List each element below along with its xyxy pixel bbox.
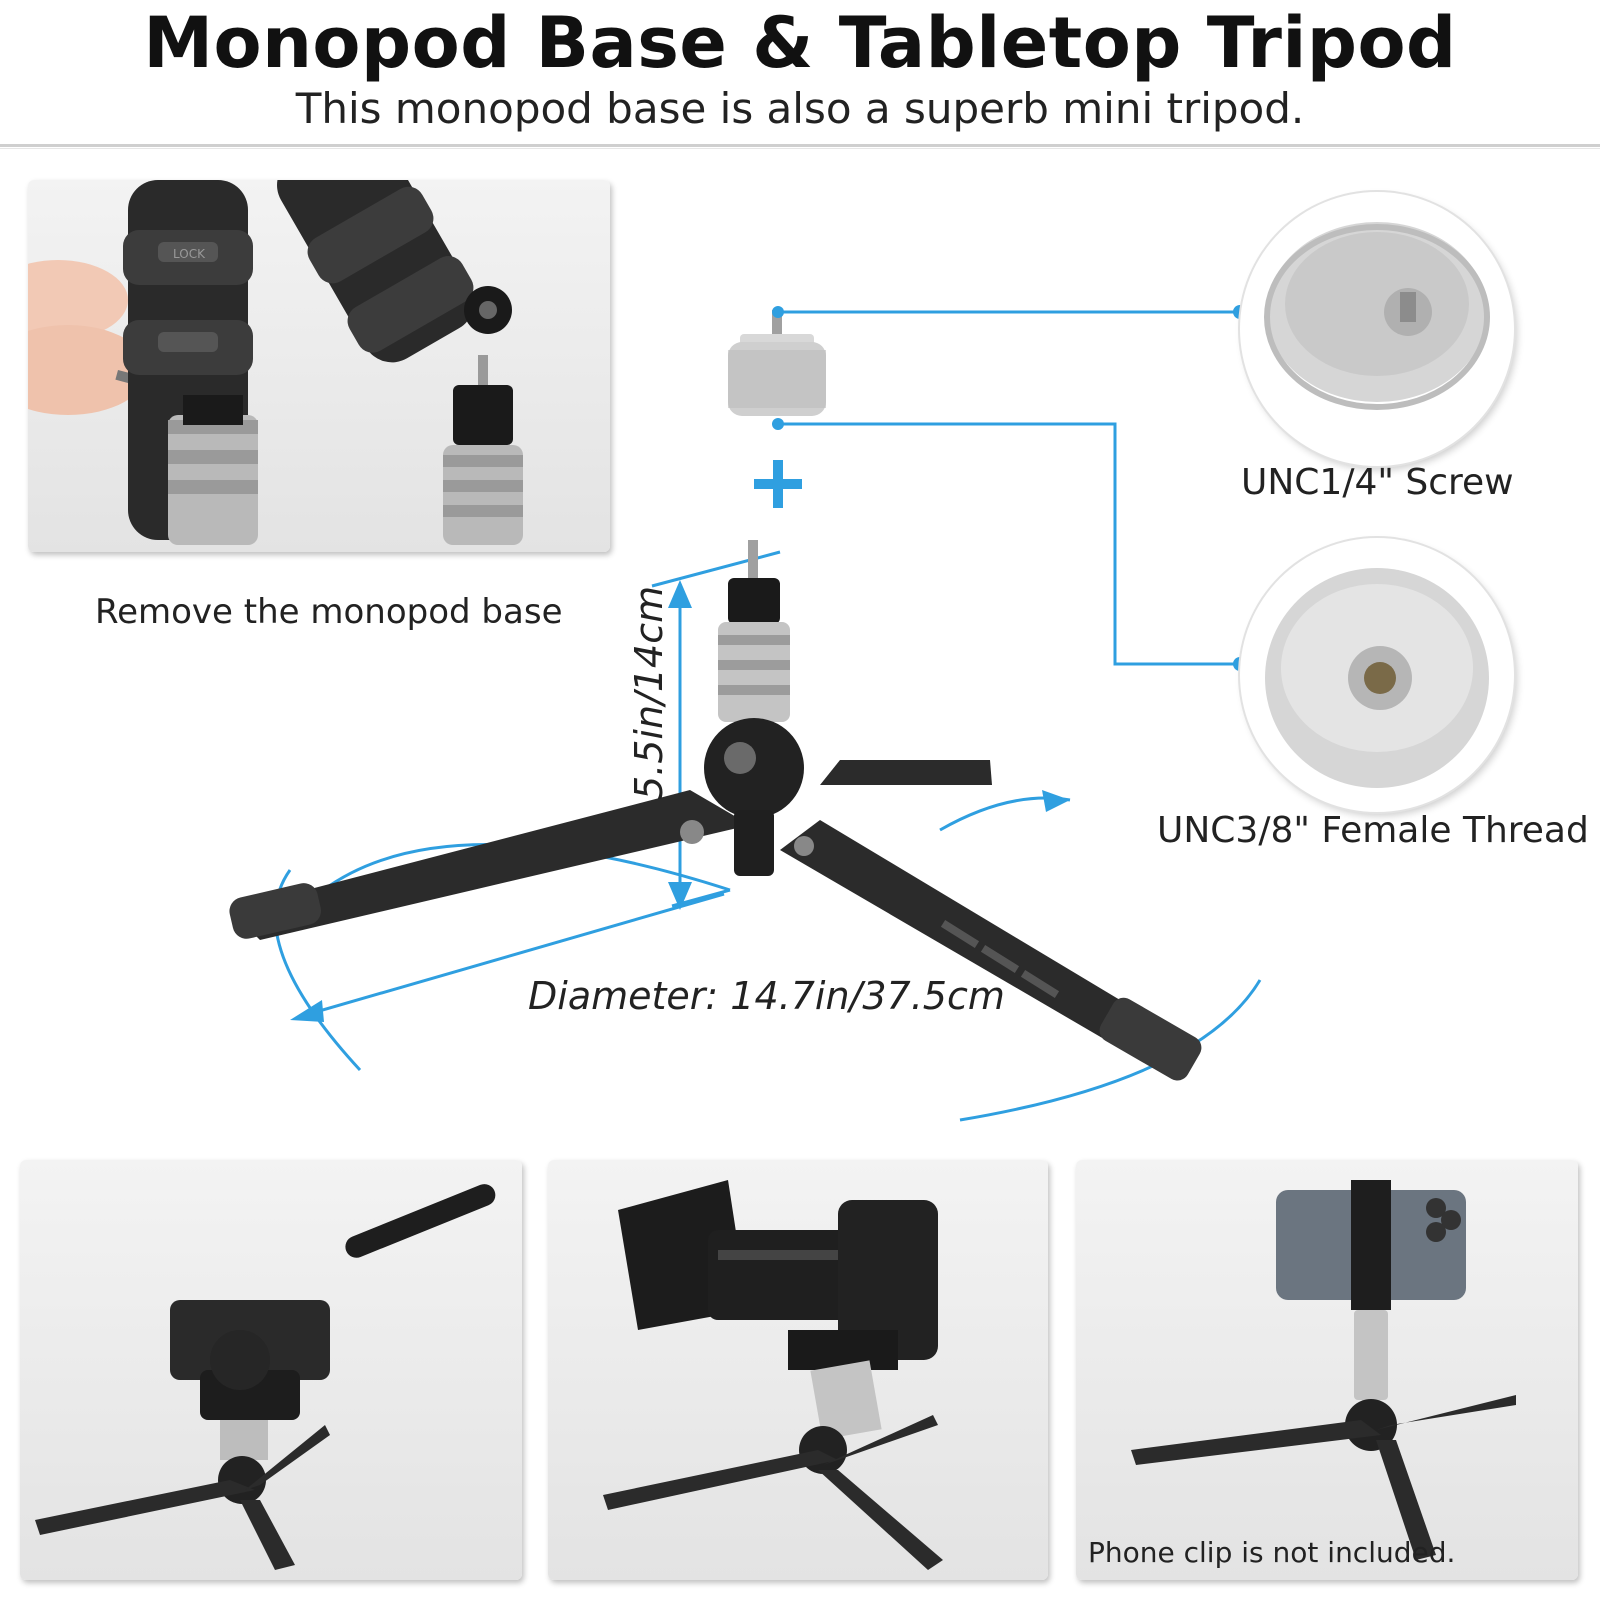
thread-label: UNC3/8" Female Thread [1157, 810, 1589, 851]
video-head-photo [20, 1160, 522, 1580]
tripod-column [680, 540, 814, 876]
remove-base-caption: Remove the monopod base [95, 592, 563, 632]
page-subtitle: This monopod base is also a superb mini … [295, 84, 1305, 133]
phone-clip-note: Phone clip is not included. [1088, 1536, 1456, 1569]
remove-base-photo: LOCK [28, 180, 610, 552]
page-title: Monopod Base & Tabletop Tripod [143, 2, 1457, 84]
diameter-label: Diameter: 14.7in/37.5cm [528, 974, 1005, 1018]
camera-photo [548, 1160, 1048, 1580]
height-label: 5.5in/14cm [627, 586, 671, 800]
connector-lines [778, 310, 1240, 666]
header-divider-shadow [0, 148, 1600, 149]
plus-icon [754, 460, 802, 508]
screw-label: UNC1/4" Screw [1241, 462, 1514, 503]
adapter-screw-closeup [1240, 192, 1514, 466]
header-divider [0, 144, 1600, 147]
adapter-thread-closeup [1240, 538, 1514, 812]
lock-stamp-1: LOCK [173, 247, 206, 261]
tripod-legs [229, 760, 1202, 1081]
phone-photo [1076, 1160, 1578, 1580]
tripod-diagram: 5.5in/14cm [229, 305, 1262, 1122]
adapter-icon [728, 310, 826, 416]
